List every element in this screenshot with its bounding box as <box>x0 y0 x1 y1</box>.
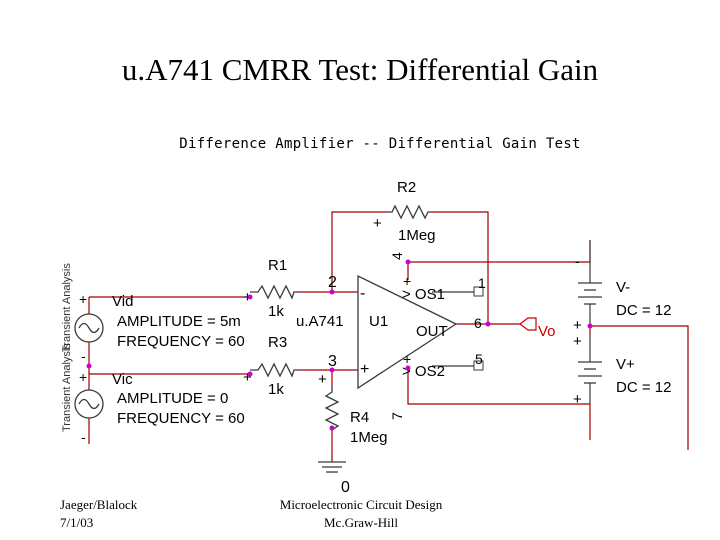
wire-vplus-to-pin7 <box>407 368 590 405</box>
r4-zigzag <box>324 386 340 432</box>
pin-1-number: 1 <box>478 275 486 291</box>
source-vic: Transient Analysis + - Vic AMPLITUDE = 0… <box>61 343 245 445</box>
opamp-part-label: u.A741 <box>296 313 344 330</box>
wire-node2-feedback <box>331 211 388 292</box>
r3-plus-sign: + <box>243 369 252 386</box>
footer-publisher: Mc.Graw-Hill <box>323 515 398 530</box>
footer-book: Microelectronic Circuit Design <box>279 497 443 512</box>
vminus-value: DC = 12 <box>616 302 671 319</box>
vid-side-label: Transient Analysis <box>61 263 73 352</box>
vic-plus-sign: + <box>79 369 87 385</box>
pin-3-number: 3 <box>328 353 337 370</box>
r1-zigzag <box>250 284 298 300</box>
supply-vplus: + + V+ DC = 12 <box>573 333 671 408</box>
schematic-subtitle: Difference Amplifier -- Differential Gai… <box>179 136 581 152</box>
vminus-top-sign: - <box>575 253 580 269</box>
node-dots <box>86 259 593 431</box>
pin-5-number: 5 <box>475 351 483 367</box>
vid-plus-sign: + <box>79 291 87 307</box>
node-dot-node2 <box>329 289 335 295</box>
opamp-ref-label: U1 <box>369 313 388 330</box>
node-dot-vminus-rail <box>587 323 593 329</box>
opamp-noninverting-sign: + <box>360 361 369 378</box>
r4-plus-sign: + <box>318 371 327 388</box>
vplus-top-sign: + <box>573 333 582 350</box>
r2-plus-sign: + <box>373 215 382 232</box>
opamp-pin4-plus-sign: + <box>403 273 411 289</box>
vminus-bottom-sign: + <box>573 317 582 334</box>
vid-minus-sign: - <box>81 348 86 364</box>
resistor-r3: R3 1k + <box>243 334 298 398</box>
pin-4-number: 4 <box>389 252 405 260</box>
node-dot-pin7 <box>405 365 411 371</box>
r1-plus-sign: + <box>243 289 252 306</box>
vid-frequency: FREQUENCY = 60 <box>117 333 245 350</box>
node-dot-vic <box>247 371 253 377</box>
vic-sine-wave <box>78 398 100 410</box>
vo-marker <box>519 317 537 331</box>
vic-side-label: Transient Analysis <box>61 343 73 432</box>
footer-date: 7/1/03 <box>60 515 94 530</box>
node-dot-output <box>485 321 491 327</box>
r1-value: 1k <box>268 303 284 320</box>
opamp-os2-label: > OS2 <box>402 363 445 380</box>
r1-name: R1 <box>268 257 287 274</box>
vo-label: Vo <box>538 323 556 340</box>
node-dot-r4-bottom <box>329 425 335 431</box>
r2-zigzag <box>388 204 430 220</box>
vplus-value: DC = 12 <box>616 379 671 396</box>
vminus-name: V- <box>616 279 630 296</box>
vid-name: Vid <box>112 293 133 310</box>
r2-name: R2 <box>397 179 416 196</box>
footer-authors: Jaeger/Blalock <box>60 497 138 512</box>
r2-value: 1Meg <box>398 227 436 244</box>
opamp-triangle <box>357 274 458 390</box>
wire-r2-to-output <box>430 211 489 324</box>
r3-value: 1k <box>268 381 284 398</box>
source-vid: Transient Analysis + - Vid AMPLITUDE = 5… <box>61 263 245 364</box>
pin1-terminal-box <box>473 286 484 297</box>
node-dot-node3 <box>329 367 335 373</box>
ground-symbol: 0 <box>318 461 350 496</box>
ground-label: 0 <box>341 479 350 496</box>
node-dot-vid-bottom <box>86 363 92 369</box>
pin-2-number: 2 <box>328 274 337 291</box>
vic-frequency: FREQUENCY = 60 <box>117 410 245 427</box>
vic-name: Vic <box>112 371 133 388</box>
resistor-r1: R1 1k + <box>243 257 298 320</box>
resistor-r4: R4 1Meg + <box>318 371 388 446</box>
r3-name: R3 <box>268 334 287 351</box>
opamp-os1-label: > OS1 <box>402 286 445 303</box>
output-vo: Vo <box>519 317 556 340</box>
r3-zigzag <box>250 362 298 378</box>
opamp-u1: - + + + u.A741 U1 OUT > OS1 > OS2 1 2 3 … <box>296 252 486 420</box>
pin-6-number: 6 <box>474 315 482 331</box>
node-dot-pin4 <box>405 259 411 265</box>
opamp-pin7-plus-sign: + <box>403 351 411 367</box>
slide-title: u.A741 CMRR Test: Differential Gain <box>121 52 599 87</box>
r4-name: R4 <box>350 409 369 426</box>
pin-7-number: 7 <box>389 412 405 420</box>
opamp-inverting-sign: - <box>360 285 365 302</box>
resistor-r2: R2 1Meg + <box>373 179 436 244</box>
opamp-out-label: OUT <box>416 323 448 340</box>
vic-amplitude: AMPLITUDE = 0 <box>117 390 228 407</box>
vplus-bottom-sign: + <box>573 391 582 408</box>
vid-amplitude: AMPLITUDE = 5m <box>117 313 241 330</box>
supply-vminus: - + V- DC = 12 <box>573 240 671 334</box>
r4-value: 1Meg <box>350 429 388 446</box>
wire-right-rail <box>590 325 689 450</box>
vic-minus-sign: - <box>81 429 86 445</box>
node-dot-vid <box>247 294 253 300</box>
vplus-name: V+ <box>616 356 635 373</box>
vid-sine-wave <box>78 322 100 334</box>
pin5-terminal-box <box>473 360 484 371</box>
